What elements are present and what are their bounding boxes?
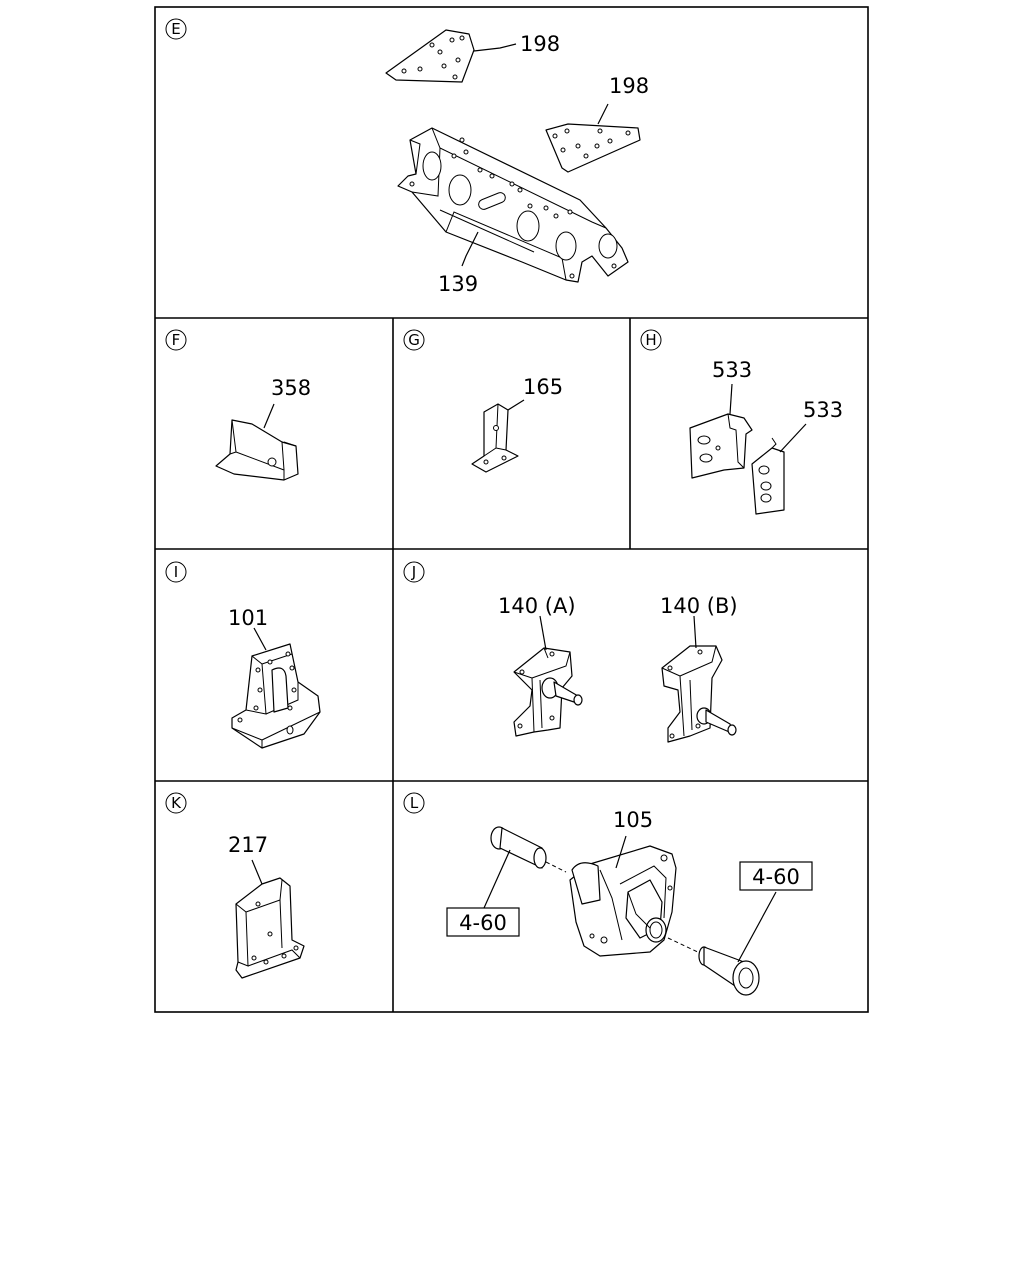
part-number-101: 101 <box>228 606 268 630</box>
part-number-533a: 533 <box>712 358 752 382</box>
ref-box-left <box>446 907 520 937</box>
section-label-j: J <box>411 563 416 581</box>
ref-label-right: 4-60 <box>752 865 800 889</box>
part-number-198a: 198 <box>520 32 560 56</box>
plate-533a-drawing <box>689 413 753 479</box>
section-label-e: E <box>171 20 180 38</box>
section-l: L 4-60 105 <box>403 792 813 996</box>
bracket-plate-198b-drawing <box>545 123 641 173</box>
part-number-217: 217 <box>228 833 268 857</box>
section-label-f: F <box>172 331 181 349</box>
section-f: F 358 <box>165 329 311 481</box>
part-number-140b: 140 (B) <box>660 594 738 618</box>
plate-533b-drawing <box>751 437 785 515</box>
bracket-140a-drawing <box>513 647 583 737</box>
section-k: K 217 <box>165 792 305 979</box>
section-label-h: H <box>645 331 656 349</box>
pin-right-drawing <box>698 946 760 996</box>
pin-left-drawing <box>490 826 547 869</box>
bracket-plate-198a-drawing <box>385 29 475 83</box>
section-e: E 198 198 <box>165 18 649 296</box>
section-j: J 140 (A) 140 (B) <box>403 561 738 743</box>
bracket-217-drawing <box>235 877 305 979</box>
bracket-140b-drawing <box>661 645 737 743</box>
part-number-165: 165 <box>523 375 563 399</box>
section-label-i: I <box>174 563 178 581</box>
part-number-198b: 198 <box>609 74 649 98</box>
ref-label-left: 4-60 <box>459 911 507 935</box>
part-number-105: 105 <box>613 808 653 832</box>
bracket-165-drawing <box>471 403 519 473</box>
part-number-358: 358 <box>271 376 311 400</box>
diagram-frame <box>154 6 869 1013</box>
section-label-l: L <box>410 794 419 812</box>
ref-box-right <box>739 861 813 891</box>
section-i: I 101 <box>165 561 321 749</box>
bracket-358-drawing <box>215 419 299 481</box>
section-g: G 165 <box>403 329 563 473</box>
section-label-g: G <box>408 331 420 349</box>
part-number-533b: 533 <box>803 398 843 422</box>
housing-105-drawing <box>569 845 677 957</box>
part-number-139: 139 <box>438 272 478 296</box>
crossmember-139-drawing <box>397 127 629 283</box>
part-number-140a: 140 (A) <box>498 594 576 618</box>
hanger-101-drawing <box>231 643 321 749</box>
section-h: H 533 533 <box>640 329 843 515</box>
section-label-k: K <box>171 794 182 812</box>
